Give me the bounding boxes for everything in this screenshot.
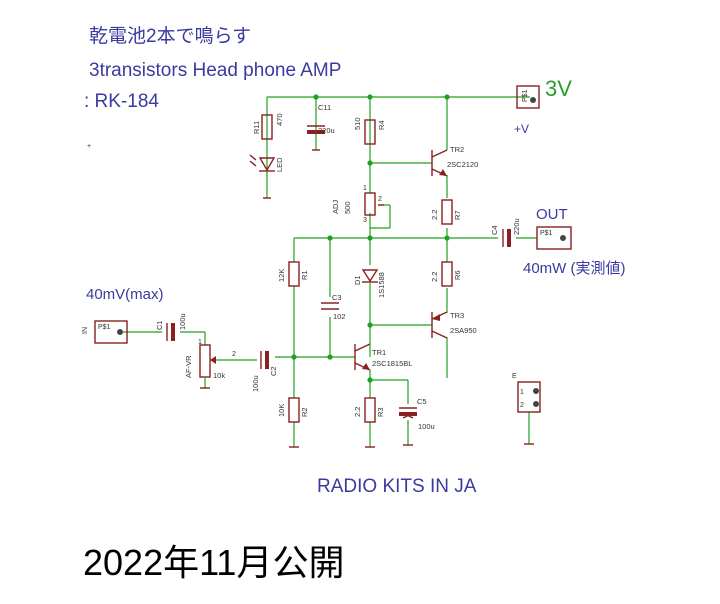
title-line-3: : RK-184 bbox=[84, 91, 159, 112]
junctions bbox=[291, 94, 450, 383]
svg-text:P$1: P$1 bbox=[522, 89, 529, 102]
svg-text:1: 1 bbox=[363, 185, 367, 192]
supply-connector: P$1 3V +V bbox=[514, 76, 572, 136]
af-volume-potentiometer: AF-VR 10k 2 1 bbox=[184, 339, 236, 389]
svg-text:470: 470 bbox=[275, 113, 284, 126]
led-diode: LED bbox=[249, 154, 284, 199]
input-connector: P$1 IN 40mV(max) bbox=[82, 286, 164, 344]
supply-voltage-label: 3V bbox=[545, 76, 572, 101]
svg-text:3: 3 bbox=[363, 217, 367, 224]
svg-text:C2: C2 bbox=[269, 366, 278, 376]
wires bbox=[123, 96, 537, 447]
svg-text:510: 510 bbox=[353, 117, 362, 130]
r11-resistor: R11 470 bbox=[252, 113, 284, 140]
r6-resistor: 2.2 R6 bbox=[430, 261, 462, 287]
svg-text:AF-VR: AF-VR bbox=[184, 355, 193, 378]
title-line-1: 乾電池2本で鳴らす bbox=[89, 25, 251, 47]
svg-text:R1: R1 bbox=[300, 270, 309, 280]
c5-capacitor: C5 100u bbox=[399, 397, 435, 446]
svg-text:2SC1815BL: 2SC1815BL bbox=[372, 359, 412, 368]
svg-text:R7: R7 bbox=[453, 210, 462, 220]
svg-text:LED: LED bbox=[275, 157, 284, 172]
d1-diode: D1 1S1588 bbox=[353, 269, 386, 298]
svg-text:10k: 10k bbox=[213, 371, 225, 380]
tr3-transistor: TR3 2SA950 bbox=[431, 311, 477, 339]
r3-resistor: 2.2 R3 bbox=[353, 397, 385, 448]
c11-capacitor: C11 220u bbox=[307, 103, 335, 151]
svg-text:P$1: P$1 bbox=[98, 324, 111, 331]
svg-text:500: 500 bbox=[343, 201, 352, 214]
out-label: OUT bbox=[536, 206, 568, 223]
svg-text:2SA950: 2SA950 bbox=[450, 326, 477, 335]
svg-text:2: 2 bbox=[378, 196, 382, 203]
title-line-2: 3transistors Head phone AMP bbox=[89, 60, 341, 81]
r2-resistor: 10K R2 bbox=[277, 397, 309, 448]
svg-text:1: 1 bbox=[520, 389, 524, 396]
c2-capacitor: 100u C2 bbox=[251, 351, 278, 392]
svg-text:220u: 220u bbox=[512, 218, 521, 235]
adj-potentiometer: ADJ 500 1 2 3 bbox=[331, 185, 384, 224]
c4-capacitor: C4 220u bbox=[490, 218, 521, 247]
r1-resistor: 12K R1 bbox=[277, 261, 309, 287]
svg-text:C5: C5 bbox=[417, 397, 427, 406]
svg-text:102: 102 bbox=[333, 312, 346, 321]
r4-resistor: 510 R4 bbox=[353, 117, 386, 145]
c1-capacitor: C1 100u bbox=[155, 313, 187, 341]
svg-text:E: E bbox=[512, 373, 517, 380]
svg-text:100u: 100u bbox=[418, 422, 435, 431]
svg-text:P$1: P$1 bbox=[540, 230, 553, 237]
published-date: 2022年11月公開 bbox=[83, 542, 344, 583]
tr1-transistor: TR1 2SC1815BL bbox=[354, 343, 412, 371]
svg-text:10K: 10K bbox=[277, 404, 286, 417]
svg-text:100u: 100u bbox=[178, 313, 187, 330]
input-level-label: 40mV(max) bbox=[86, 286, 164, 303]
svg-text:1: 1 bbox=[198, 339, 202, 346]
svg-text:2.2: 2.2 bbox=[353, 407, 362, 417]
ground-connector: 1 2 E bbox=[512, 373, 541, 445]
svg-text:R2: R2 bbox=[300, 407, 309, 417]
brand-label: RADIO KITS IN JA bbox=[317, 476, 477, 497]
svg-text:100u: 100u bbox=[251, 375, 260, 392]
svg-text:D1: D1 bbox=[353, 275, 362, 285]
svg-text:2.2: 2.2 bbox=[430, 272, 439, 282]
svg-text:2.2: 2.2 bbox=[430, 210, 439, 220]
tr2-transistor: TR2 2SC2120 bbox=[431, 145, 478, 177]
svg-text:TR3: TR3 bbox=[450, 311, 464, 320]
svg-text:R6: R6 bbox=[453, 270, 462, 280]
svg-text:2SC2120: 2SC2120 bbox=[447, 160, 478, 169]
svg-text:220u: 220u bbox=[318, 126, 335, 135]
svg-text:C3: C3 bbox=[332, 293, 342, 302]
output-connector: P$1 OUT 40mW (実測値) bbox=[523, 206, 626, 277]
svg-text:R11: R11 bbox=[252, 121, 261, 134]
svg-text:R4: R4 bbox=[377, 120, 386, 130]
plus-v-label: +V bbox=[514, 122, 529, 136]
svg-text:TR1: TR1 bbox=[372, 348, 386, 357]
svg-text:12K: 12K bbox=[277, 269, 286, 282]
origin-mark: + bbox=[87, 143, 91, 150]
svg-text:ADJ: ADJ bbox=[331, 200, 340, 214]
svg-text:2: 2 bbox=[520, 402, 524, 409]
r7-resistor: 2.2 R7 bbox=[430, 199, 462, 225]
output-power-label: 40mW (実測値) bbox=[523, 260, 626, 277]
svg-text:R3: R3 bbox=[376, 407, 385, 417]
svg-text:C4: C4 bbox=[490, 225, 499, 235]
svg-text:C11: C11 bbox=[318, 103, 331, 112]
svg-text:1S1588: 1S1588 bbox=[377, 272, 386, 298]
svg-text:IN: IN bbox=[82, 327, 89, 334]
svg-text:TR2: TR2 bbox=[450, 145, 464, 154]
svg-text:2: 2 bbox=[232, 351, 236, 358]
c3-capacitor: C3 102 bbox=[321, 293, 346, 321]
svg-text:C1: C1 bbox=[155, 320, 164, 330]
